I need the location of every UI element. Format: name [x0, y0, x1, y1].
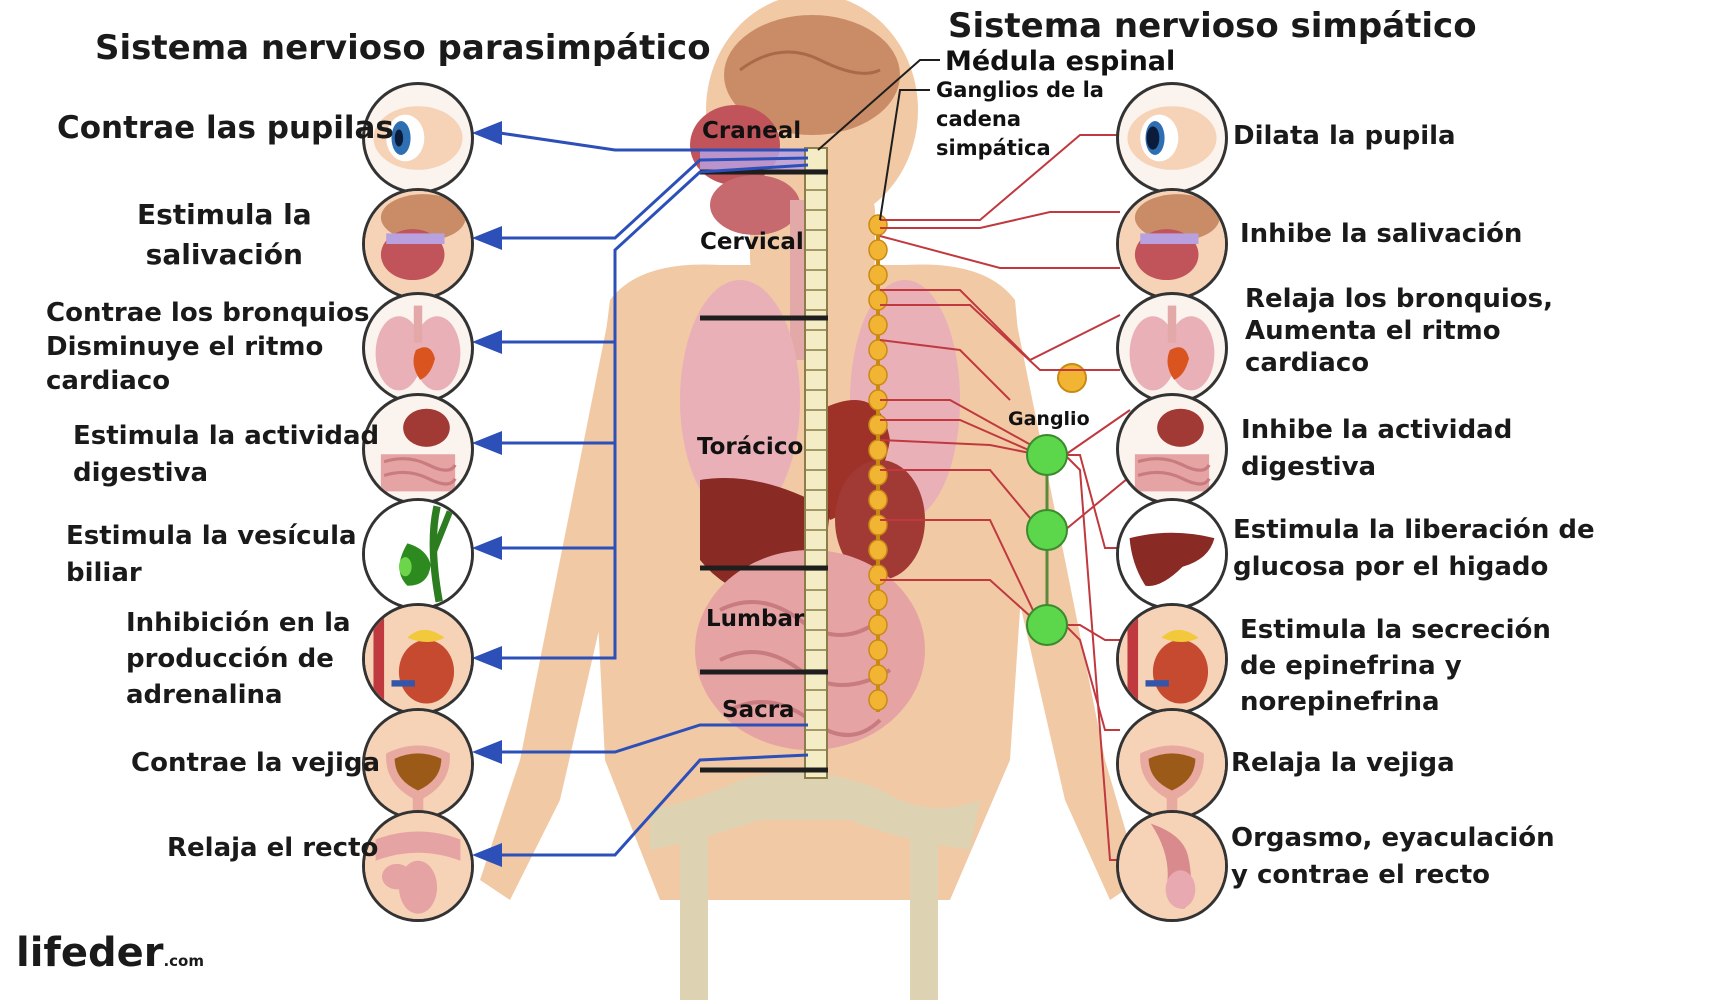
- symp-effect-bladder: Relaja la vejiga: [1231, 745, 1455, 782]
- symp-effect-pupil: Dilata la pupila: [1233, 118, 1456, 155]
- lungs-heart-icon: [362, 292, 474, 404]
- ganglia: [1027, 435, 1067, 645]
- parasympathetic-arrowheads: [472, 121, 502, 867]
- para-effect-gallbladder: Estimula la vesícula biliar: [66, 518, 357, 592]
- adrenal-kidney-icon: [1116, 603, 1228, 715]
- spinal-column: [805, 148, 827, 778]
- salivary-gland-icon: [362, 188, 474, 300]
- symp-effect-epinephrine: Estimula la secreción de epinefrina y no…: [1240, 612, 1551, 720]
- para-effect-bladder: Contrae la vejiga: [131, 745, 380, 782]
- lungs-heart-icon: [1116, 292, 1228, 404]
- liver-icon: [1116, 498, 1228, 610]
- eye-icon: [1116, 82, 1228, 194]
- symp-effect-digestion: Inhibe la actividad digestiva: [1241, 412, 1512, 486]
- para-effect-digestion: Estimula la actividad digestiva: [73, 418, 379, 492]
- spinal-cord-label: Médula espinal: [945, 46, 1175, 77]
- para-effect-bronchi-heart: Contrae los bronquios Disminuye el ritmo…: [46, 296, 369, 398]
- para-effect-adrenaline: Inhibición en la producción de adrenalin…: [126, 605, 351, 713]
- segment-sacral: Sacra: [722, 697, 795, 723]
- segment-cervical: Cervical: [700, 229, 804, 255]
- symp-effect-glucose: Estimula la liberación de glucosa por el…: [1233, 512, 1595, 586]
- segment-cranial: Craneal: [702, 118, 801, 144]
- rectum-icon: [362, 810, 474, 922]
- digestive-tract-icon: [1116, 393, 1228, 505]
- ganglion-label: Ganglio: [1008, 408, 1090, 430]
- lifeder-logo: lifeder.com: [16, 930, 204, 976]
- bladder-icon: [1116, 708, 1228, 820]
- para-effect-pupils: Contrae las pupilas: [57, 110, 394, 147]
- symp-effect-salivation: Inhibe la salivación: [1240, 216, 1522, 253]
- symp-effect-bronchi-heart: Relaja los bronquios, Aumenta el ritmo c…: [1245, 283, 1553, 379]
- symp-effect-orgasm: Orgasmo, eyaculación y contrae el recto: [1231, 820, 1555, 894]
- celiac-ganglion: [1058, 364, 1086, 392]
- para-effect-rectum: Relaja el recto: [167, 830, 378, 867]
- genitals-icon: [1116, 810, 1228, 922]
- gallbladder-icon: [362, 498, 474, 610]
- para-effect-salivation: Estimula la salivación: [137, 195, 312, 275]
- segment-lumbar: Lumbar: [706, 606, 804, 632]
- chain-ganglia-label: Ganglios de la cadena simpática: [936, 76, 1104, 163]
- segment-thoracic: Torácico: [697, 434, 803, 460]
- salivary-gland-icon: [1116, 188, 1228, 300]
- adrenal-kidney-icon: [362, 603, 474, 715]
